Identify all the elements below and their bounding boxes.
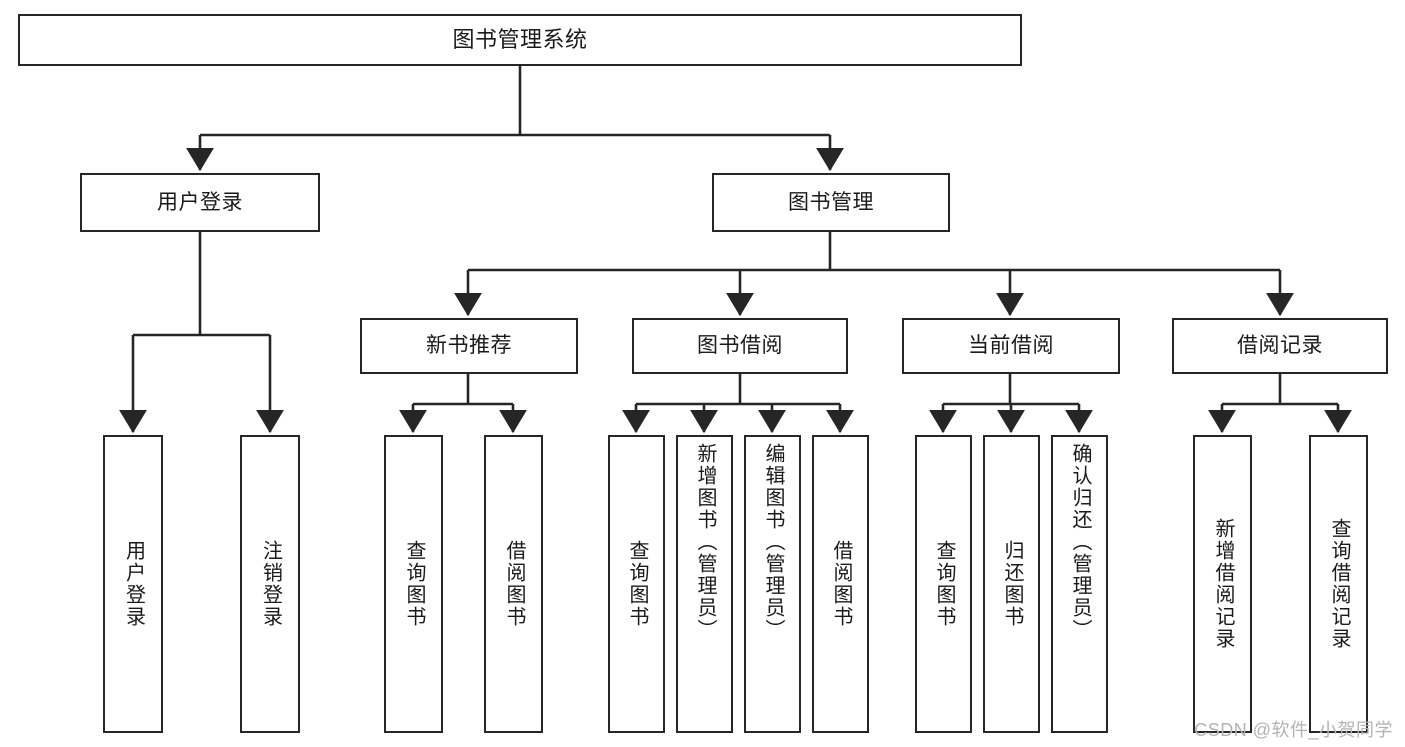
node-label: 新增借阅记录 — [1212, 518, 1234, 650]
node-label: 新增图书（管理员） — [694, 443, 716, 641]
node-book-borrowing[interactable]: 图书借阅 — [632, 318, 848, 374]
node-leaf-add-book-admin[interactable]: 新增图书（管理员） — [676, 435, 733, 733]
node-label: 借阅图书 — [830, 540, 852, 628]
node-leaf-logout[interactable]: 注销登录 — [240, 435, 300, 733]
node-book-management[interactable]: 图书管理 — [712, 173, 950, 232]
node-label: 图书管理 — [788, 190, 874, 214]
node-leaf-borrow-books-newbook[interactable]: 借阅图书 — [484, 435, 543, 733]
node-label: 图书借阅 — [697, 334, 783, 358]
node-leaf-query-borrow-record[interactable]: 查询借阅记录 — [1309, 435, 1368, 733]
node-leaf-user-login[interactable]: 用户登录 — [103, 435, 163, 733]
node-label: 确认归还（管理员） — [1069, 443, 1091, 641]
node-new-book-recommendation[interactable]: 新书推荐 — [360, 318, 578, 374]
node-label: 用户登录 — [157, 190, 243, 214]
node-root-book-management-system[interactable]: 图书管理系统 — [18, 14, 1022, 66]
node-label: 用户登录 — [122, 540, 145, 628]
node-label: 借阅图书 — [503, 540, 525, 628]
node-label: 注销登录 — [259, 540, 282, 628]
node-label: 查询借阅记录 — [1328, 518, 1350, 650]
node-leaf-borrow-books[interactable]: 借阅图书 — [812, 435, 869, 733]
node-leaf-query-books-current[interactable]: 查询图书 — [915, 435, 972, 733]
node-current-borrowing[interactable]: 当前借阅 — [902, 318, 1120, 374]
node-leaf-add-borrow-record[interactable]: 新增借阅记录 — [1193, 435, 1252, 733]
node-label: 编辑图书（管理员） — [762, 443, 784, 641]
node-leaf-confirm-return-admin[interactable]: 确认归还（管理员） — [1051, 435, 1108, 733]
node-label: 查询图书 — [403, 540, 425, 628]
node-user-login[interactable]: 用户登录 — [80, 173, 320, 232]
node-leaf-query-books-newbook[interactable]: 查询图书 — [384, 435, 443, 733]
node-leaf-edit-book-admin[interactable]: 编辑图书（管理员） — [744, 435, 801, 733]
node-label: 图书管理系统 — [452, 26, 588, 52]
node-label: 归还图书 — [1001, 540, 1023, 628]
node-label: 当前借阅 — [968, 334, 1054, 358]
node-borrow-records[interactable]: 借阅记录 — [1172, 318, 1388, 374]
node-label: 借阅记录 — [1237, 334, 1323, 358]
node-label: 新书推荐 — [426, 334, 512, 358]
node-label: 查询图书 — [626, 540, 648, 628]
node-label: 查询图书 — [933, 540, 955, 628]
node-leaf-query-books-borrow[interactable]: 查询图书 — [608, 435, 665, 733]
node-leaf-return-books[interactable]: 归还图书 — [983, 435, 1040, 733]
